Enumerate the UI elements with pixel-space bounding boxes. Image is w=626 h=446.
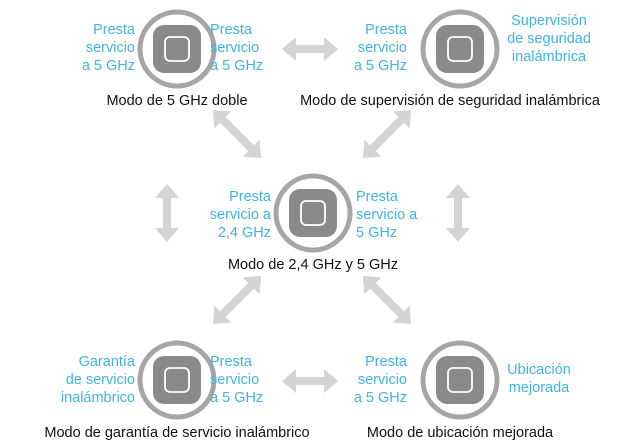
node-bottom-left-right-label: Presta servicio a 5 GHz (210, 354, 264, 406)
double-arrow-icon-diag-bottom-right (362, 275, 412, 325)
node-bottom-right-caption: Modo de ubicación mejorada (366, 425, 554, 441)
node-center-right-label: Presta servicio a 5 GHz (356, 189, 418, 241)
double-arrow-icon-left (155, 184, 179, 242)
node-top-left-right-label: Presta servicio a 5 GHz (210, 22, 264, 74)
node-bottom-right-right-label: Ubicación mejorada (507, 362, 571, 396)
node-top-right-left-label: Presta servicio a 5 GHz (353, 22, 407, 74)
double-arrow-icon-bottom (282, 369, 338, 393)
node-top-left-left-label: Presta servicio a 5 GHz (81, 22, 135, 74)
node-top-right-right-label: Supervisión de seguridad inalámbrica (507, 13, 591, 65)
node-top-right-caption: Modo de supervisión de seguridad inalámb… (300, 93, 600, 109)
node-center-left-label: Presta servicio a 2,4 GHz (209, 189, 271, 241)
access-point-icon-bottom-right (423, 343, 497, 417)
access-point-icon-bottom-left (140, 343, 214, 417)
double-arrow-icon-diag-bottom-left (212, 275, 262, 325)
access-point-icon-top-right (423, 12, 497, 86)
node-bottom-left-left-label: Garantía de servicio inalámbrico (60, 354, 135, 406)
node-center-caption: Modo de 2,4 GHz y 5 GHz (227, 257, 399, 273)
node-bottom-left-caption: Modo de garantía de servicio inalámbrico (44, 425, 310, 441)
node-bottom-right-left-label: Presta servicio a 5 GHz (353, 354, 407, 406)
double-arrow-icon-top (282, 37, 338, 61)
double-arrow-icon-diag-top-right (362, 109, 412, 159)
access-point-icon-center (276, 176, 350, 250)
access-point-icon-top-left (140, 12, 214, 86)
double-arrow-icon-diag-top-left (212, 109, 262, 159)
node-top-left-caption: Modo de 5 GHz doble (106, 93, 248, 109)
double-arrow-icon-right (446, 184, 470, 242)
